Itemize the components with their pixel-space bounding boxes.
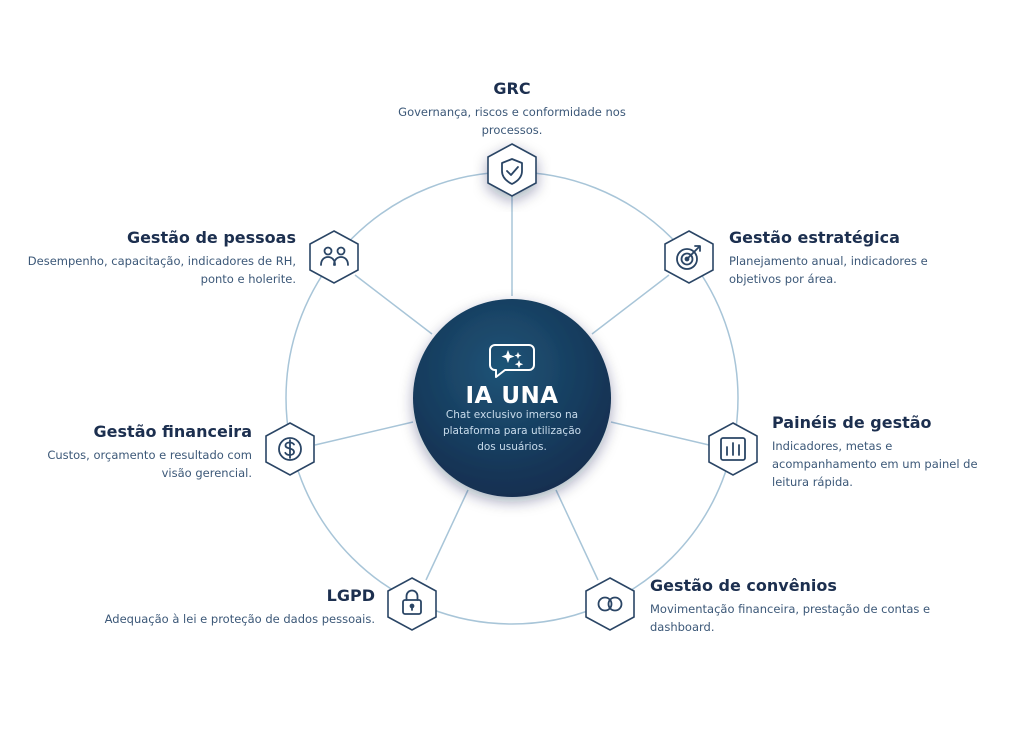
dollar-icon — [278, 437, 302, 461]
spoke-pessoas — [354, 274, 433, 335]
spoke-estrategica — [591, 274, 670, 335]
node-description: Custos, orçamento e resultado com visão … — [47, 448, 252, 480]
node-convenios: Gestão de convênios Movimentação finance… — [650, 576, 970, 636]
node-description: Movimentação financeira, prestação de co… — [650, 602, 931, 634]
hex-grc — [487, 143, 537, 197]
node-pessoas: Gestão de pessoas Desempenho, capacitaçã… — [26, 228, 296, 288]
bar-chart-icon — [720, 437, 746, 461]
node-estrategica: Gestão estratégica Planejamento anual, i… — [729, 228, 964, 288]
node-title: Gestão de convênios — [650, 576, 837, 595]
node-paineis: Painéis de gestão Indicadores, metas e a… — [772, 413, 994, 491]
spokes — [314, 196, 710, 581]
node-lgpd: LGPD Adequação à lei e proteção de dados… — [45, 586, 375, 628]
center-description: Chat exclusivo imerso na plataforma para… — [442, 409, 582, 453]
node-grc: GRC Governança, riscos e conformidade no… — [362, 79, 662, 139]
shield-check-icon — [501, 158, 523, 185]
people-icon — [320, 246, 349, 266]
node-description: Governança, riscos e conformidade nos pr… — [398, 105, 626, 137]
spoke-financeira — [314, 421, 414, 446]
center-title: IA UNA — [465, 383, 559, 409]
center-circle — [413, 299, 611, 497]
chat-sparkle-icon — [489, 344, 535, 378]
node-description: Indicadores, metas e acompanhamento em u… — [772, 439, 978, 489]
node-title: Gestão estratégica — [729, 228, 900, 247]
spoke-lgpd — [425, 489, 469, 581]
spoke-paineis — [610, 421, 710, 446]
lock-icon — [402, 589, 422, 615]
hex-convenios — [585, 577, 635, 631]
node-financeira: Gestão financeira Custos, orçamento e re… — [30, 422, 252, 482]
node-title: Painéis de gestão — [772, 413, 932, 432]
spoke-convenios — [555, 489, 599, 581]
node-description: Planejamento anual, indicadores e objeti… — [729, 254, 928, 286]
node-description: Adequação à lei e proteção de dados pess… — [104, 612, 375, 626]
node-title: Gestão de pessoas — [126, 228, 296, 247]
linked-circles-icon — [597, 596, 623, 612]
node-description: Desempenho, capacitação, indicadores de … — [27, 254, 296, 286]
node-title: LGPD — [326, 586, 375, 605]
node-title: Gestão financeira — [93, 422, 252, 441]
node-title: GRC — [493, 79, 531, 98]
target-icon — [676, 245, 701, 270]
hex-pessoas — [309, 230, 359, 284]
